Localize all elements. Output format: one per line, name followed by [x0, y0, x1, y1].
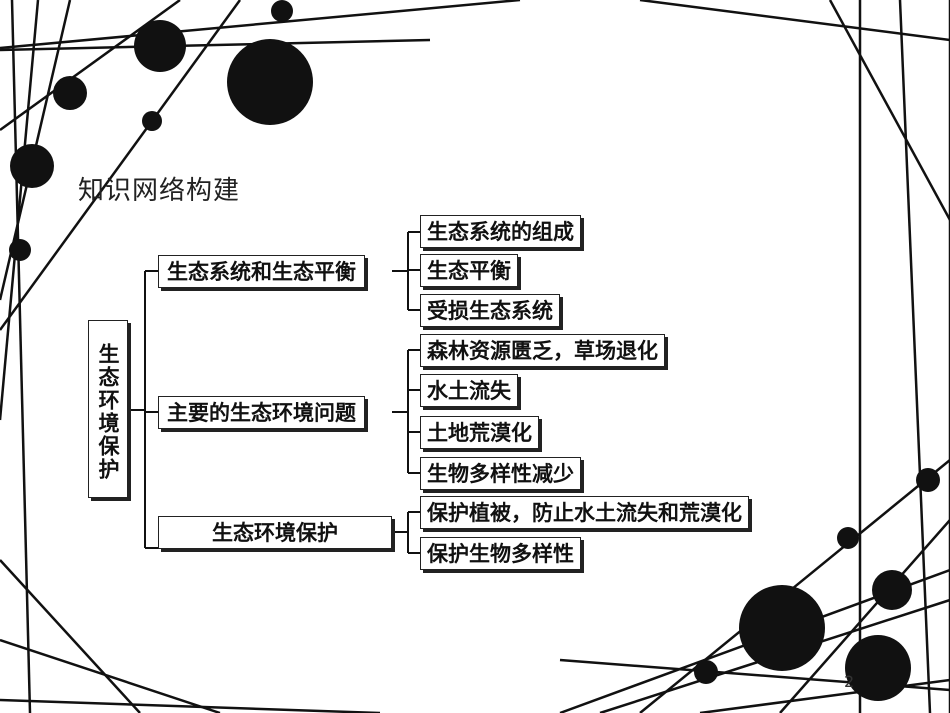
deco-line: [0, 0, 242, 331]
page-title: 知识网络构建: [78, 176, 241, 206]
leaf-soil-erosion: 水土流失: [420, 374, 518, 407]
leaf-ecosystem-composition: 生态系统的组成: [420, 215, 581, 248]
deco-line: [779, 519, 950, 713]
deco-circle: [53, 76, 87, 110]
deco-circle: [837, 527, 859, 549]
deco-circle: [694, 660, 718, 684]
deco-line: [10, 0, 32, 713]
deco-circle: [227, 39, 313, 125]
page-number: 2: [844, 672, 855, 691]
tree-root-node: 生态环境保护: [88, 320, 128, 498]
deco-line: [0, 0, 521, 50]
leaf-biodiversity-loss: 生物多样性减少: [420, 457, 581, 490]
leaf-forest-grassland: 森林资源匮乏，草场退化: [420, 334, 665, 367]
deco-circle: [739, 585, 825, 671]
deco-line: [0, 698, 381, 713]
deco-line: [0, 0, 181, 132]
deco-circle: [271, 0, 293, 22]
deco-circle: [916, 468, 940, 492]
leaf-protect-biodiversity: 保护生物多样性: [420, 537, 581, 570]
deco-circle: [142, 111, 162, 131]
deco-circle: [10, 144, 54, 188]
leaf-protect-vegetation: 保护植被，防止水土流失和荒漠化: [420, 496, 749, 529]
deco-circle: [9, 239, 31, 261]
leaf-desertification: 土地荒漠化: [420, 416, 539, 449]
deco-circle: [845, 635, 911, 701]
deco-line: [0, 0, 40, 421]
branch-environment-protection: 生态环境保护: [158, 516, 392, 549]
leaf-ecological-balance: 生态平衡: [420, 254, 518, 287]
deco-circle: [134, 20, 186, 72]
deco-circle: [872, 570, 912, 610]
leaf-damaged-ecosystem: 受损生态系统: [420, 294, 560, 327]
branch-environment-problems: 主要的生态环境问题: [158, 396, 365, 429]
deco-line: [0, 559, 141, 713]
branch-ecosystem-balance: 生态系统和生态平衡: [158, 255, 365, 288]
deco-line: [828, 0, 950, 221]
deco-line: [0, 638, 221, 713]
deco-line: [0, 38, 431, 52]
deco-line: [639, 0, 950, 42]
deco-line: [699, 678, 950, 713]
deco-line: [898, 0, 932, 713]
